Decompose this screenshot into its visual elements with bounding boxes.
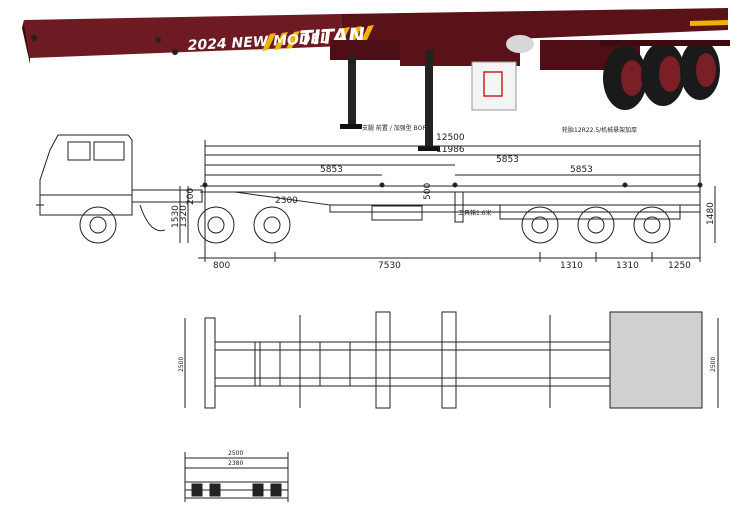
leg-foot-left xyxy=(340,124,362,129)
label-coupling-offset: 2300 xyxy=(275,196,298,206)
rear-wheels xyxy=(603,40,720,110)
label-front-height-c: 1320 xyxy=(179,205,189,228)
landing-leg-left xyxy=(348,56,356,126)
label-rear-overhang: 1250 xyxy=(668,261,691,271)
rear-view xyxy=(184,452,289,502)
note-support: 支腿 前置 / 加强型 BOF xyxy=(362,124,426,132)
gooseneck-frame xyxy=(259,341,351,387)
crossmember-1 xyxy=(375,311,391,409)
side-view-labels: 12500 11986 5853 5853 5853 2300 500 200 … xyxy=(171,124,716,271)
label-rear-width-outer: 2500 xyxy=(228,450,243,457)
truck-cab xyxy=(36,134,203,232)
note-axle: 轮胎12R22.5/机械悬架加厚 xyxy=(562,126,637,134)
rear-deck-plate xyxy=(609,311,703,409)
trailer-frame xyxy=(200,185,700,223)
mud-flap xyxy=(471,61,517,111)
front-cap xyxy=(22,20,30,64)
label-front-height-a: 200 xyxy=(186,188,196,205)
rear-view-labels: 2500 2380 xyxy=(228,450,243,467)
label-span-rear: 5853 xyxy=(570,165,593,175)
front-bulkhead xyxy=(204,317,216,409)
model-text: 2024 NEW MODEL xyxy=(187,31,329,54)
label-width-left: 2500 xyxy=(178,357,185,372)
label-gooseneck-height: 500 xyxy=(423,183,433,200)
front-bolt-right xyxy=(155,37,161,43)
reflector xyxy=(483,71,503,97)
label-rear-height: 1480 xyxy=(706,202,716,225)
label-width-right: 2500 xyxy=(710,357,717,372)
rear-beam xyxy=(600,40,730,46)
landing-leg-right xyxy=(425,50,433,150)
side-view xyxy=(36,134,716,262)
note-toolbox: 工具箱1.6米 xyxy=(458,209,492,217)
label-front-overhang: 800 xyxy=(213,261,230,271)
label-rear-width-inner: 2380 xyxy=(228,460,243,467)
trailer-wheels xyxy=(521,206,671,244)
label-axle-spacing-2: 1310 xyxy=(616,261,639,271)
hazard-stripes xyxy=(262,20,728,51)
front-bolt-low xyxy=(172,49,178,55)
front-bolt-left xyxy=(31,35,37,41)
leg-foot-right xyxy=(418,146,440,151)
top-view-labels: 2500 2500 xyxy=(178,357,717,372)
label-axle-spacing-1: 1310 xyxy=(560,261,583,271)
label-front-height-b: 1530 xyxy=(171,205,181,228)
label-span-mid: 5853 xyxy=(496,155,519,165)
label-overall-length: 12500 xyxy=(436,133,465,143)
label-span-front: 5853 xyxy=(320,165,343,175)
label-twistlock-span: 11986 xyxy=(436,145,465,155)
crossmember-2 xyxy=(441,311,457,409)
crossbeam-mid xyxy=(400,36,520,66)
top-view xyxy=(184,311,719,409)
air-tank xyxy=(506,35,534,53)
kingpin-plate xyxy=(214,341,256,387)
truck-wheels xyxy=(79,206,291,244)
crossbeam-front xyxy=(330,40,400,60)
label-kingpin-to-axle: 7530 xyxy=(378,261,401,271)
trailer-photo: 2024 NEW MODEL TITAN xyxy=(22,8,730,151)
